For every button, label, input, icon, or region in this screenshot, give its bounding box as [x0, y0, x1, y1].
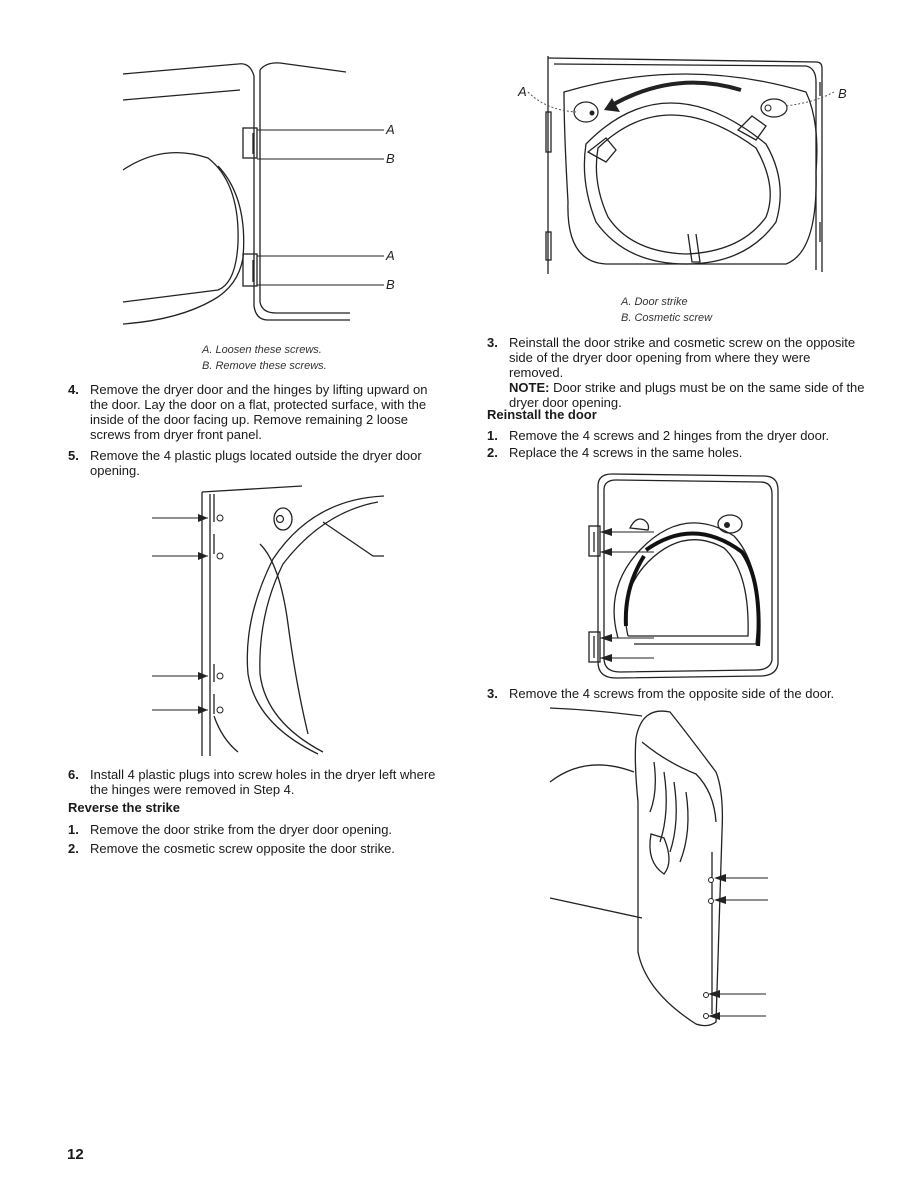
step-line: screws from dryer front panel. [90, 427, 262, 442]
step-number: 1. [68, 822, 79, 837]
step-text: Remove the door strike from the dryer do… [90, 822, 393, 837]
step-text: Remove the cosmetic screw opposite the d… [90, 841, 395, 856]
fig3-caption-b: B. Cosmetic screw [621, 312, 713, 324]
callout-a-upper: A [385, 122, 395, 137]
step-line: the door. Lay the door on a flat, protec… [90, 397, 427, 412]
note-text: Door strike and plugs must be on the sam… [549, 380, 865, 395]
step-number: 1. [487, 428, 498, 443]
note-label: NOTE: [509, 380, 550, 395]
step-number: 6. [68, 767, 79, 782]
right-step-3: 3. Reinstall the door strike and cosmeti… [487, 335, 887, 410]
reverse-step-2: 2. Remove the cosmetic screw opposite th… [68, 841, 458, 857]
step-6: 6. Install 4 plastic plugs into screw ho… [68, 767, 458, 799]
step-number: 3. [487, 686, 498, 701]
callout-a-strike: A [517, 84, 527, 99]
replace-screws-figure [588, 473, 779, 679]
page-number: 12 [67, 1146, 84, 1163]
step-line: Remove the 4 plastic plugs located outsi… [90, 448, 422, 463]
step-number: 2. [68, 841, 79, 856]
callout-b-screw: B [838, 86, 847, 101]
callout-b-upper: B [386, 151, 395, 166]
reinstall-step-2: 2. Replace the 4 screws in the same hole… [487, 445, 887, 461]
step-line: removed. [509, 365, 564, 380]
note-line: NOTE: Door strike and plugs must be on t… [509, 380, 865, 395]
reverse-step-1: 1. Remove the door strike from the dryer… [68, 822, 458, 838]
step-number: 5. [68, 448, 79, 463]
step-number: 4. [68, 382, 79, 397]
fig1-caption-a: A. Loosen these screws. [202, 344, 322, 356]
step-number: 3. [487, 335, 498, 350]
step-line: Reinstall the door strike and cosmetic s… [509, 335, 856, 350]
step-line: Remove the dryer door and the hinges by … [90, 382, 428, 397]
callout-b-lower: B [386, 277, 395, 292]
step-line: Install 4 plastic plugs into screw holes… [90, 767, 436, 782]
reinstall-step-3: 3. Remove the 4 screws from the opposite… [487, 686, 887, 702]
reverse-strike-heading: Reverse the strike [68, 800, 181, 815]
step-text: Replace the 4 screws in the same holes. [509, 445, 743, 460]
door-strike-figure: A B [517, 56, 847, 274]
reinstall-step-1: 1. Remove the 4 screws and 2 hinges from… [487, 428, 887, 444]
step-line: inside of the door facing up. Remove rem… [90, 412, 408, 427]
hinge-screws-figure: A B A B [122, 62, 395, 325]
step-text: Remove the 4 screws and 2 hinges from th… [509, 428, 830, 443]
step-number: 2. [487, 445, 498, 460]
note-line: dryer door opening. [509, 395, 622, 410]
door-side-screws-figure [549, 707, 768, 1027]
step-5: 5. Remove the 4 plastic plugs located ou… [68, 448, 458, 480]
step-line: the hinges were removed in Step 4. [90, 782, 295, 797]
reinstall-door-heading: Reinstall the door [487, 407, 597, 422]
plastic-plugs-figure [152, 485, 385, 756]
step-4: 4. Remove the dryer door and the hinges … [68, 382, 458, 444]
fig3-caption-a: A. Door strike [621, 296, 688, 308]
step-text: Remove the 4 screws from the opposite si… [509, 686, 835, 701]
callout-a-lower: A [385, 248, 395, 263]
step-line: side of the dryer door opening from wher… [509, 350, 811, 365]
fig1-caption-b: B. Remove these screws. [202, 360, 327, 372]
step-line: opening. [90, 463, 140, 478]
